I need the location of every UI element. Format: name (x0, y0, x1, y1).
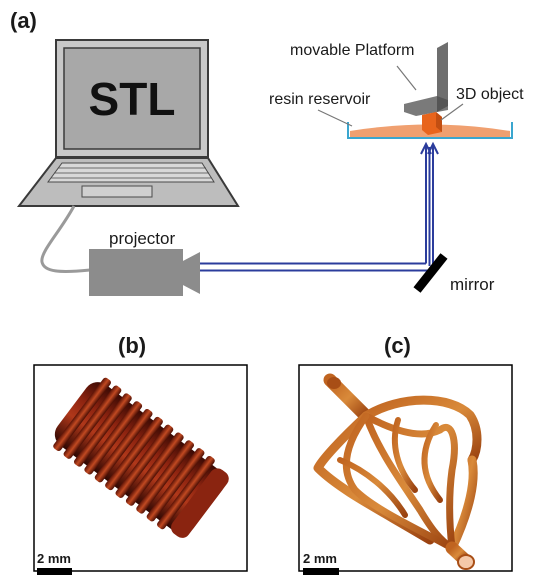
scale-bar-c (303, 568, 339, 575)
laptop-keyboard (47, 162, 215, 183)
panel-c-photo (298, 364, 513, 575)
screen-text: STL (88, 72, 176, 125)
platform-arm-side (437, 96, 448, 112)
printed-vessel (313, 373, 482, 567)
projector-lens (181, 252, 200, 294)
scale-label-c: 2 mm (303, 551, 337, 566)
light-path (200, 141, 439, 272)
leader-object (440, 103, 464, 121)
label-projector: projector (109, 229, 176, 248)
laptop-touchpad (81, 185, 153, 198)
panel-label-a: (a) (10, 8, 37, 33)
movable-platform (437, 42, 448, 112)
reservoir-walls (347, 122, 513, 139)
projector (89, 249, 200, 296)
laptop-screen (63, 47, 201, 150)
laptop (16, 39, 240, 207)
leader-platform (396, 65, 417, 91)
panel-label-c: (c) (384, 333, 411, 358)
cable (40, 205, 91, 273)
mirror (413, 253, 448, 293)
panel-label-b: (b) (118, 333, 147, 358)
label-3d-object: 3D object (456, 86, 524, 103)
leader-resin (317, 109, 353, 127)
label-resin-reservoir: resin reservoir (269, 91, 371, 108)
scale-bar-b (37, 568, 72, 575)
projector-body (89, 249, 183, 296)
panel-b-photo (33, 364, 248, 575)
label-movable-platform: movable Platform (290, 42, 415, 59)
reservoir-assembly (317, 42, 513, 139)
label-mirror: mirror (450, 275, 495, 294)
scale-label-b: 2 mm (37, 551, 71, 566)
